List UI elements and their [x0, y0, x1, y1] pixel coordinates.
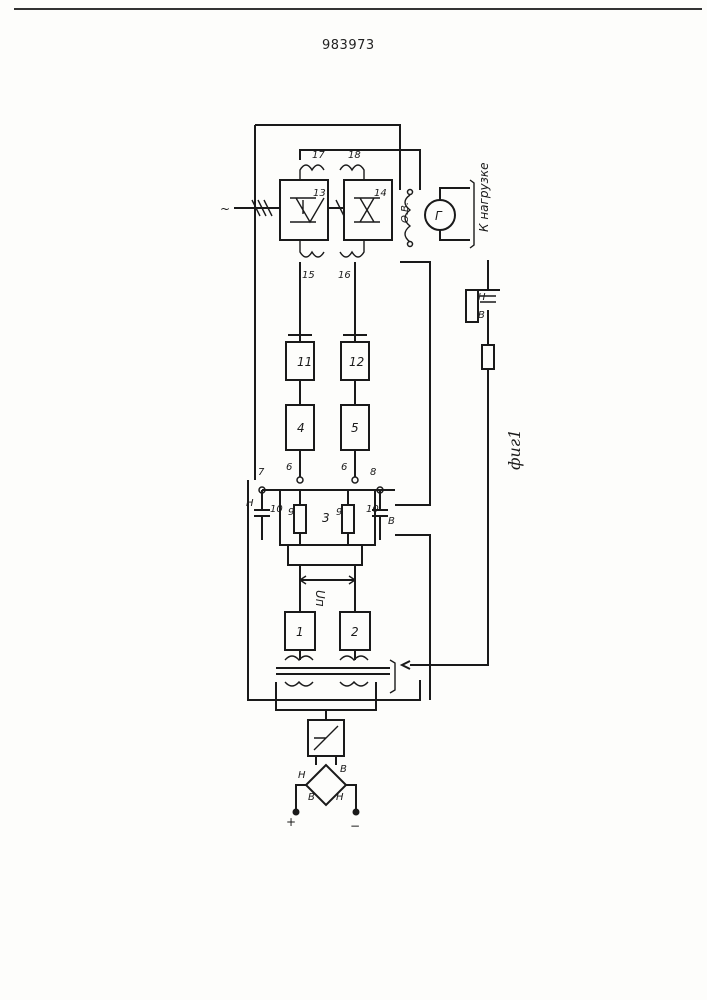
switch-b: В — [478, 310, 485, 321]
field-winding: О.В. — [400, 190, 413, 247]
label-16: 16 — [338, 270, 351, 281]
block-3-region: 6 6 7 8 3 9 9 10 Н 10 В — [246, 462, 395, 545]
label-node-7: 7 — [258, 467, 265, 478]
ac-symbol: ~ — [220, 202, 230, 216]
rectifier — [308, 720, 344, 765]
label-9a: 9 — [288, 507, 294, 518]
label-node-8: 8 — [370, 467, 376, 478]
generator: Г — [425, 188, 470, 240]
figure-caption: фиг1 — [505, 429, 524, 470]
label-14: 14 — [374, 188, 387, 199]
switch-h: Н — [478, 292, 486, 303]
bridge-b1: В — [340, 764, 347, 775]
block-5: 5 — [341, 405, 369, 450]
bridge-h2: Н — [336, 792, 344, 803]
input-transformer — [276, 650, 395, 720]
block-12: 12 — [341, 342, 369, 380]
label-3: 3 — [322, 511, 330, 525]
thyristor-block-14: 14 — [344, 180, 392, 240]
label-11: 11 — [297, 355, 312, 369]
label-13: 13 — [313, 188, 326, 199]
contactor-right: Н В — [402, 260, 500, 669]
label-4: 4 — [297, 421, 305, 435]
label-18: 18 — [348, 150, 361, 161]
generator-label: Г — [435, 209, 443, 223]
block-11: 11 — [286, 342, 314, 380]
label-15: 15 — [302, 270, 315, 281]
up-rail: Uп — [288, 545, 362, 612]
label-1: 1 — [296, 625, 304, 639]
label-up: Uп — [313, 590, 327, 607]
label-5: 5 — [351, 421, 359, 435]
transformer-15-16: 15 16 — [300, 240, 364, 281]
label-17: 17 — [312, 150, 325, 161]
minus-terminal: − — [350, 819, 360, 833]
label-b-right: В — [388, 516, 395, 527]
block-1: 1 — [285, 612, 315, 650]
label-9b: 9 — [336, 507, 342, 518]
label-node-6a: 6 — [286, 462, 292, 473]
thyristor-block-13: 13 — [280, 180, 328, 240]
label-12: 12 — [349, 355, 364, 369]
block-4: 4 — [286, 405, 314, 450]
bridge-h1: Н — [298, 770, 306, 781]
load-label: К нагрузке — [477, 162, 491, 232]
block-2: 2 — [340, 612, 370, 650]
label-h-left: Н — [246, 498, 254, 509]
load-output: К нагрузке — [470, 162, 491, 248]
diode-bridge: + − Н В В Н — [286, 764, 360, 833]
label-10b: 10 — [366, 504, 379, 515]
label-ov: О.В. — [400, 202, 411, 223]
plus-terminal: + — [286, 815, 296, 829]
label-node-6b: 6 — [341, 462, 347, 473]
label-2: 2 — [351, 625, 359, 639]
bridge-b2: В — [308, 792, 315, 803]
label-10a: 10 — [270, 504, 283, 515]
